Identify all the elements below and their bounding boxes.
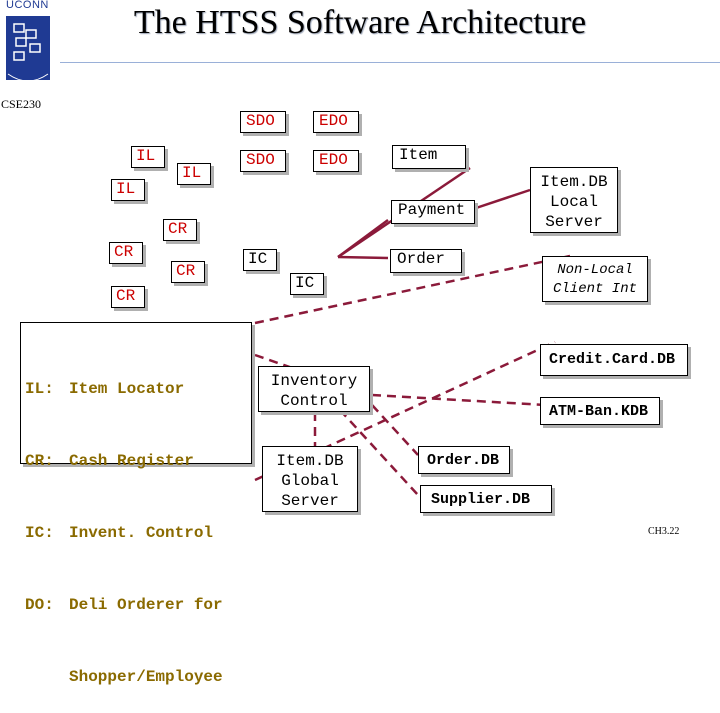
node-nonlocal-client: Non-Local Client Int — [542, 256, 648, 302]
node-sdo-1: SDO — [240, 111, 286, 133]
title-divider — [60, 62, 720, 63]
itemdb-local-line-3: Server — [545, 213, 603, 231]
inventory-line-2: Control — [280, 392, 348, 410]
legend-key: DO: — [25, 596, 54, 614]
dashed-inventory-atm — [371, 393, 546, 407]
legend-key — [25, 665, 69, 689]
legend-row: IC: Invent. Control — [25, 521, 247, 545]
legend-value: Invent. Control — [69, 524, 214, 542]
legend-value: Cash Register — [69, 452, 194, 470]
node-cr-2: CR — [109, 242, 143, 264]
course-code: CSE230 — [1, 97, 42, 111]
node-itemdb-global: Item.DB Global Server — [262, 446, 358, 512]
node-creditcard-db: Credit.Card.DB — [540, 344, 688, 376]
node-atm-bank-db: ATM-Ban.KDB — [540, 397, 660, 425]
connector-ic-payment — [337, 218, 389, 259]
node-cr-1: CR — [163, 219, 197, 241]
dashed-legend-nonlocal — [254, 254, 571, 325]
node-order-db: Order.DB — [418, 446, 510, 474]
node-ic-2: IC — [290, 273, 324, 295]
slide-number: CH3.22 — [648, 526, 680, 537]
node-cr-4: CR — [111, 286, 145, 308]
legend-key: IC: — [25, 524, 54, 542]
sidebar: UCONN CSE230 — [0, 0, 60, 540]
legend-key: CR: — [25, 452, 54, 470]
itemdb-global-line-3: Server — [281, 492, 339, 510]
node-itemdb-local: Item.DB Local Server — [530, 167, 618, 233]
node-il-2: IL — [177, 163, 211, 185]
node-ic-1: IC — [243, 249, 277, 271]
legend-value: Item Locator — [69, 380, 185, 398]
itemdb-global-line-1: Item.DB — [276, 452, 344, 470]
node-il-1: IL — [131, 146, 165, 168]
dashed-inventory-orderdb — [371, 404, 419, 456]
node-order: Order — [390, 249, 462, 273]
legend-box: IL: Item Locator CR: Cash Register IC: Inve… — [20, 322, 252, 686]
legend-value: Shopper/Employee — [69, 668, 223, 686]
node-inventory-control: Inventory Control — [258, 366, 370, 412]
legend-row: IL: Item Locator — [25, 377, 247, 401]
node-il-3: IL — [111, 179, 145, 201]
uconn-logo-text: UCONN — [6, 0, 49, 11]
node-sdo-2: SDO — [240, 150, 286, 172]
legend-key: IL: — [25, 380, 54, 398]
itemdb-global-line-2: Global — [281, 472, 339, 490]
node-payment: Payment — [391, 200, 475, 224]
node-cr-3: CR — [171, 261, 205, 283]
nonlocal-line-1: Non-Local — [557, 262, 633, 278]
dashed-inventory-supplierdb — [339, 409, 419, 496]
slide-title: The HTSS Software Architecture — [133, 4, 587, 41]
node-edo-1: EDO — [313, 111, 359, 133]
itemdb-local-line-1: Item.DB — [540, 173, 608, 191]
connector-payment-itemdb — [469, 188, 531, 212]
dashed-creditcard — [254, 340, 556, 482]
legend-row: CR: Cash Register — [25, 449, 247, 473]
nonlocal-line-2: Client Int — [552, 281, 637, 297]
legend-row: Shopper/Employee — [25, 665, 247, 689]
inventory-line-1: Inventory — [270, 372, 358, 390]
legend-value: Deli Orderer for — [69, 596, 223, 614]
legend-row: DO: Deli Orderer for — [25, 593, 247, 617]
uconn-logo-icon — [6, 16, 50, 82]
connector-ic-order — [337, 255, 389, 260]
itemdb-local-line-2: Local — [549, 193, 598, 211]
node-supplier-db: Supplier.DB — [420, 485, 552, 513]
node-item: Item — [392, 145, 466, 169]
node-edo-2: EDO — [313, 150, 359, 172]
